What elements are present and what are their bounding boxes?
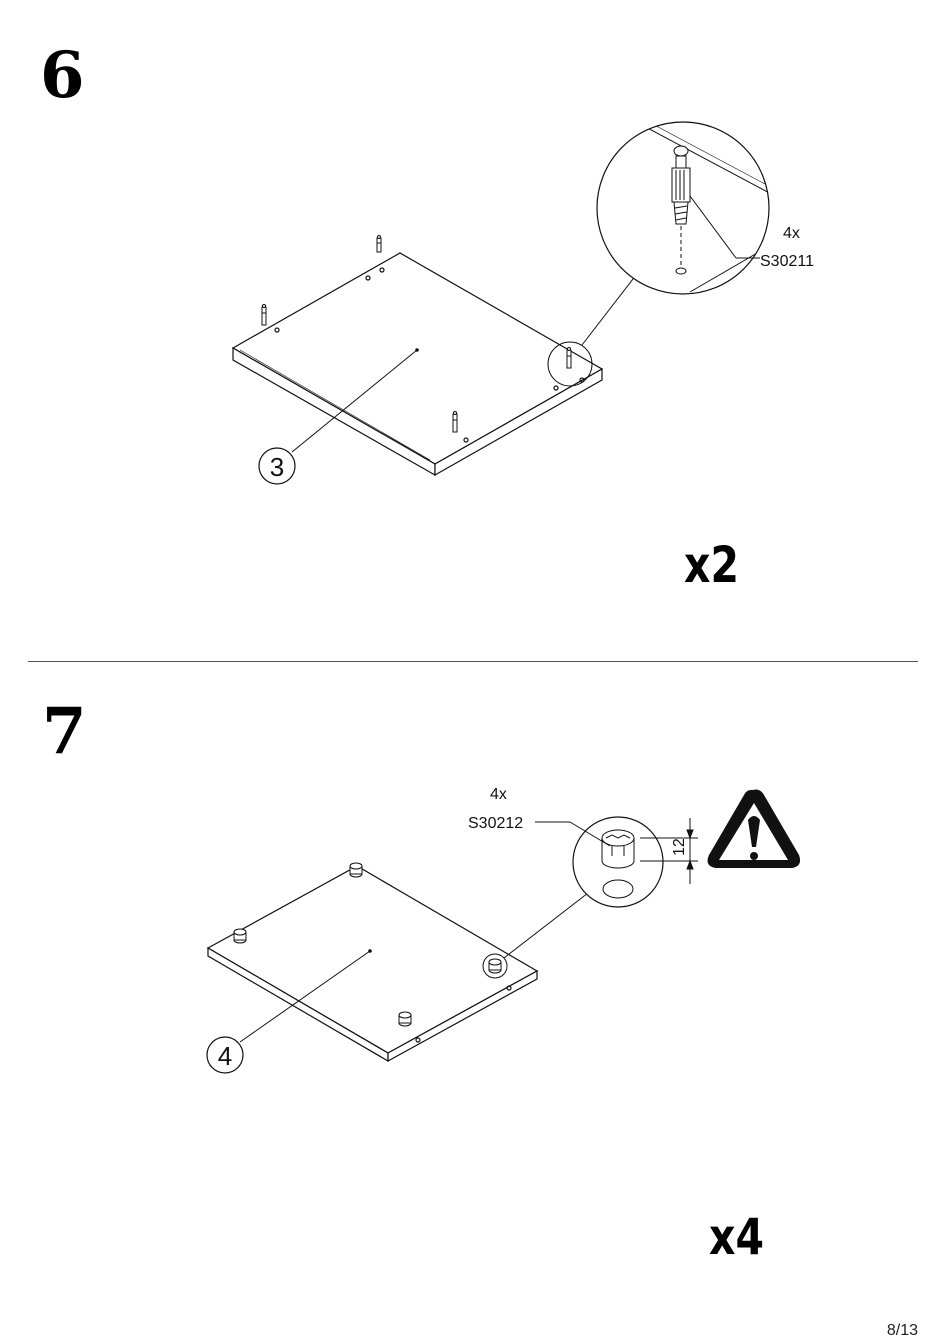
part-number-label: 4: [218, 1041, 232, 1071]
dimension-label: 12: [671, 838, 688, 856]
dowel-pin: [262, 305, 266, 326]
cam-fitting: [489, 959, 501, 973]
cam-fitting: [399, 1012, 411, 1026]
warning-icon: [708, 790, 801, 868]
step-6-multiplier: x2: [684, 540, 739, 590]
cam-fitting: [350, 863, 362, 877]
step-7-panel-drawing: [208, 866, 537, 1061]
step-7-multiplier: x4: [709, 1212, 764, 1262]
dowel-pin: [453, 412, 457, 433]
hardware-code-label: S30212: [468, 815, 523, 832]
hardware-quantity-label: 4x: [783, 225, 800, 242]
step-6-panel-drawing: [233, 253, 602, 475]
part-number-label: 3: [270, 452, 284, 482]
hardware-quantity-label: 4x: [490, 786, 507, 803]
detail-zoom-circle: [573, 817, 663, 907]
hardware-code-label: S30211: [760, 253, 814, 270]
page-number: 8/13: [887, 1322, 918, 1340]
dowel-pin: [377, 236, 381, 253]
dowel-pin: [567, 348, 571, 369]
section-divider: [28, 661, 918, 662]
cam-fitting: [234, 929, 246, 943]
